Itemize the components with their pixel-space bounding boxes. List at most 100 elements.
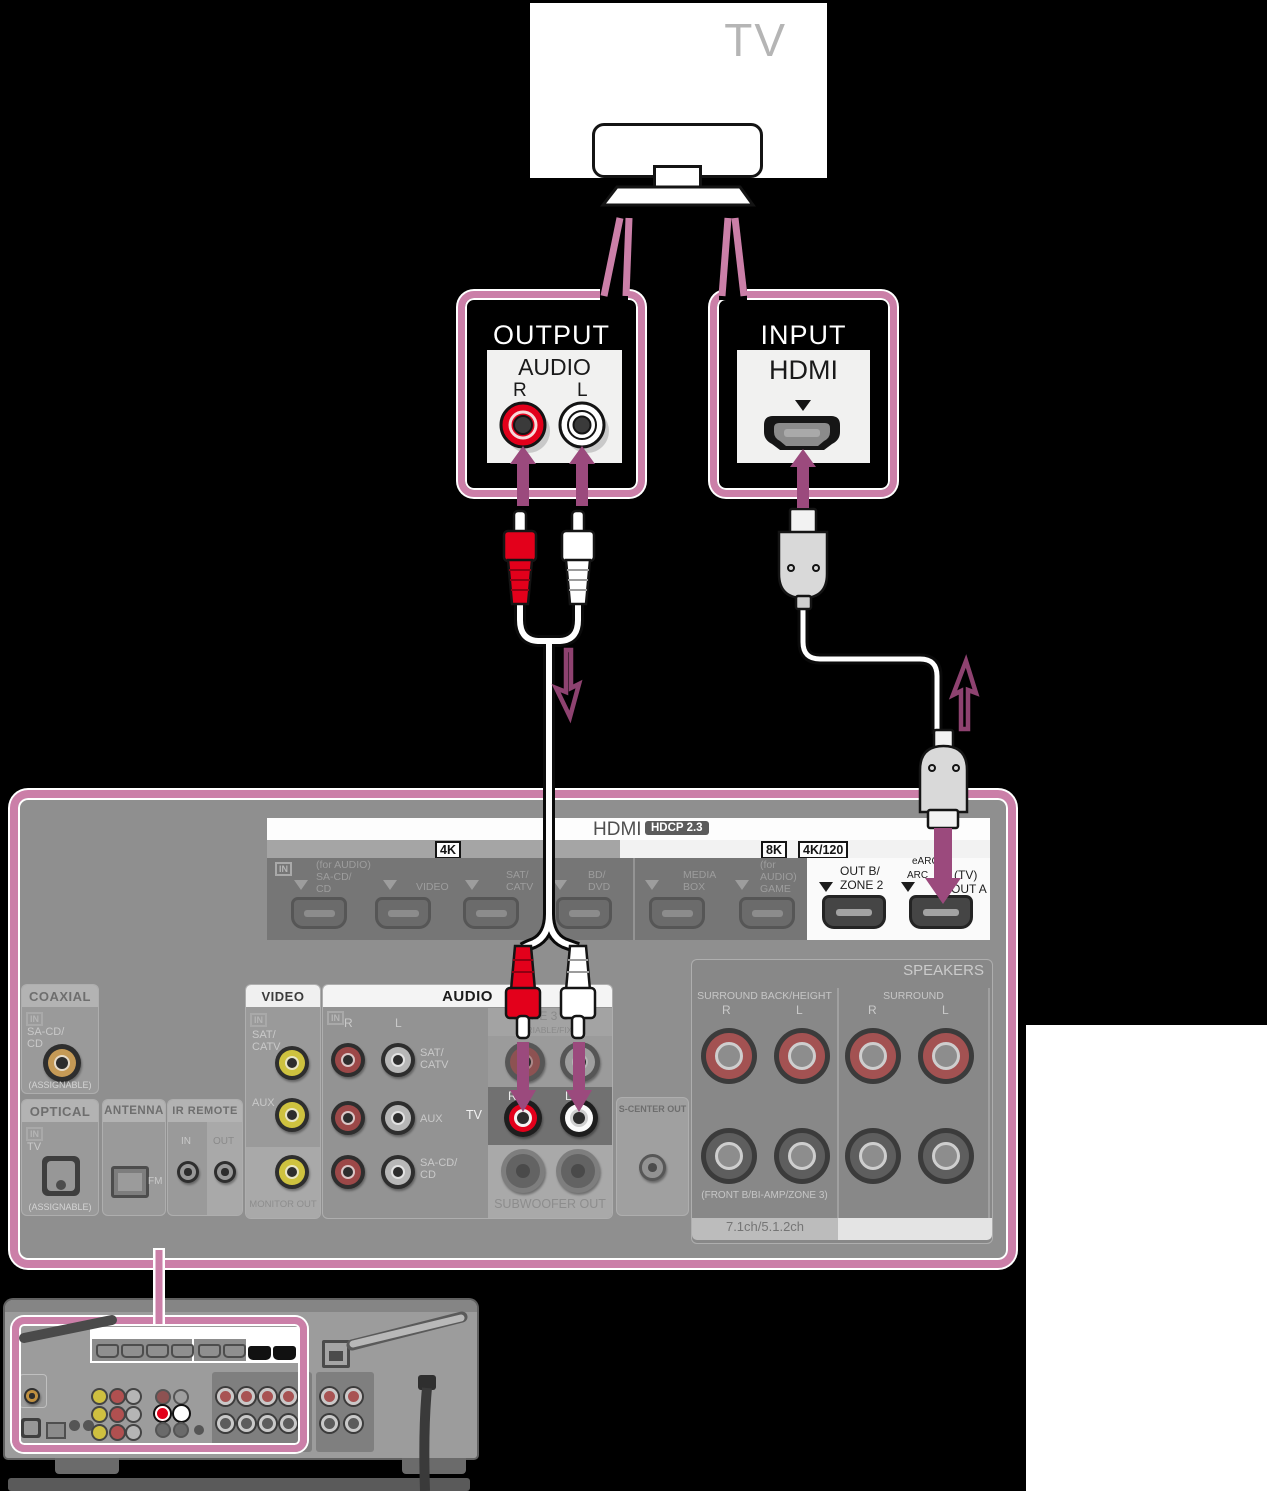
mini-yellow-jack bbox=[93, 1408, 106, 1421]
receiver-rear-panel: HDMI HDCP 2.3 4K 8K 4K/120 IN (for AUDIO… bbox=[10, 790, 1016, 1268]
hdmi-port-label: (for AUDIO) bbox=[316, 859, 371, 871]
hdmi-port-marker-icon bbox=[465, 880, 479, 890]
hdmi-port-label: ZONE 2 bbox=[840, 878, 884, 892]
antenna-block: ANTENNA FM bbox=[103, 1100, 165, 1215]
speaker-terminal bbox=[845, 1128, 901, 1184]
hdmi-port-sacd bbox=[291, 897, 347, 929]
audio-col-l: L bbox=[395, 1016, 402, 1030]
audio-tv-l-jack bbox=[560, 1099, 598, 1137]
mini-dim-jack bbox=[157, 1391, 169, 1403]
hdmi-strip bbox=[90, 1327, 300, 1363]
hdmi-port-label: (for bbox=[760, 859, 776, 871]
mini-hdmi-port bbox=[198, 1344, 221, 1358]
s-center-jack bbox=[639, 1154, 666, 1181]
hdmi-port-video bbox=[375, 897, 431, 929]
mini-tv-red-jack bbox=[155, 1406, 170, 1421]
speaker-terminal bbox=[845, 1028, 901, 1084]
s-center-title: S-CENTER OUT bbox=[618, 1104, 687, 1114]
hdmi-port-marker-icon bbox=[645, 880, 659, 890]
audio-tv-r-jack bbox=[504, 1099, 542, 1137]
hdmi-port-satcatv bbox=[463, 897, 519, 929]
speaker-terminal bbox=[701, 1028, 757, 1084]
mini-optical bbox=[21, 1418, 41, 1438]
coaxial-jack bbox=[43, 1044, 81, 1082]
hdmi-port-marker-icon bbox=[383, 880, 397, 890]
coaxial-label: SA-CD/ bbox=[27, 1026, 65, 1038]
assignable-label: (ASSIGNABLE) bbox=[28, 1080, 92, 1090]
s-center-block: S-CENTER OUT bbox=[617, 1098, 688, 1215]
audio-satcatv-r bbox=[331, 1043, 365, 1077]
ir-in-jack bbox=[177, 1161, 199, 1183]
hdmi-port-label: CATV bbox=[506, 881, 534, 893]
hdmi-cable bbox=[800, 606, 940, 734]
mini-hdmi-out-port bbox=[248, 1346, 271, 1360]
subwoofer-jack-1 bbox=[501, 1149, 545, 1193]
speaker-terminal bbox=[918, 1028, 974, 1084]
speakers-divider bbox=[837, 988, 839, 1218]
hdmi-port-label: CD bbox=[316, 883, 332, 895]
audio-row-label: SAT/ bbox=[420, 1047, 444, 1059]
tv-hdmi-jack-panel: HDMI bbox=[737, 350, 870, 463]
speaker-terminal bbox=[918, 1128, 974, 1184]
audio-row-label: CATV bbox=[420, 1059, 449, 1071]
mini-post bbox=[217, 1388, 234, 1405]
video-row-label: SAT/ bbox=[252, 1029, 276, 1041]
hdmi-port-label: AUDIO) bbox=[760, 871, 797, 883]
coaxial-block: COAXIAL IN SA-CD/ CD (ASSIGNABLE) bbox=[22, 985, 98, 1093]
receiver-foot bbox=[55, 1458, 119, 1474]
mini-white-jack bbox=[127, 1390, 140, 1403]
mini-dim-jack bbox=[157, 1424, 169, 1436]
hdmi-port-label: SAT/ bbox=[506, 869, 529, 881]
hdmi-port-label: GAME bbox=[760, 883, 791, 895]
audio-panel-label: AUDIO bbox=[518, 354, 591, 380]
fm-label: FM bbox=[148, 1176, 163, 1187]
tv-audio-jack-panel: AUDIO R L bbox=[487, 350, 622, 463]
ir-remote-block: IR REMOTE IN OUT bbox=[168, 1100, 242, 1215]
video-title: VIDEO bbox=[246, 985, 320, 1007]
speakers-block: SPEAKERS SURROUND BACK/HEIGHT R L (FRONT… bbox=[692, 960, 992, 1243]
ir-title: IR REMOTE bbox=[168, 1100, 242, 1122]
audio-aux-r bbox=[331, 1101, 365, 1135]
speakers-divider bbox=[988, 988, 990, 1218]
antenna-title: ANTENNA bbox=[103, 1100, 165, 1122]
hdmi-panel-label: HDMI bbox=[769, 355, 838, 385]
zone3-jack-l bbox=[560, 1042, 600, 1082]
monitor-out-label: MONITOR OUT bbox=[249, 1199, 317, 1210]
mini-post bbox=[259, 1415, 276, 1432]
lan-port bbox=[322, 1340, 350, 1368]
audio-row-label: AUX bbox=[420, 1113, 443, 1125]
speaker-terminal bbox=[701, 1128, 757, 1184]
hdmi-port-bddvd bbox=[556, 897, 612, 929]
receiver-highlight-box bbox=[12, 1317, 307, 1452]
receiver-foot bbox=[402, 1458, 466, 1474]
in-badge: IN bbox=[327, 1011, 344, 1025]
callout-hdmi-title: INPUT bbox=[760, 320, 847, 350]
in-badge: IN bbox=[250, 1013, 267, 1027]
tv-label: TV bbox=[724, 14, 787, 66]
hdmi-section-title: HDMI bbox=[593, 819, 642, 840]
video-aux-jack bbox=[275, 1098, 309, 1132]
mini-yellow-jack bbox=[93, 1426, 106, 1439]
fm-connector bbox=[111, 1166, 149, 1198]
speakers-title: SPEAKERS bbox=[903, 962, 984, 979]
mini-post bbox=[280, 1415, 297, 1432]
mini-post bbox=[238, 1388, 255, 1405]
mini-speaker-strip bbox=[316, 1372, 374, 1452]
receiver-shadow bbox=[8, 1478, 470, 1491]
speaker-terminal bbox=[774, 1128, 830, 1184]
mini-white-jack bbox=[127, 1408, 140, 1421]
audio-r-label: R bbox=[513, 380, 527, 401]
badge-4k120: 4K/120 bbox=[798, 841, 849, 859]
speaker-terminal bbox=[774, 1028, 830, 1084]
hdmi-port-label: BD/ bbox=[588, 869, 606, 881]
audio-title: AUDIO bbox=[323, 985, 612, 1007]
monitor-out-area: MONITOR OUT bbox=[246, 1147, 320, 1218]
callout-audio-title: OUTPUT bbox=[493, 320, 610, 350]
audio-row-label: SA-CD/ bbox=[420, 1157, 458, 1169]
hdmi-port-label: eARC/ bbox=[912, 856, 942, 867]
hdmi-4k-band: 4K bbox=[267, 840, 620, 859]
mini-post bbox=[217, 1415, 234, 1432]
monitor-out-jack bbox=[275, 1155, 309, 1189]
hdmi-port-game bbox=[739, 897, 795, 929]
in-badge: IN bbox=[26, 1012, 43, 1026]
